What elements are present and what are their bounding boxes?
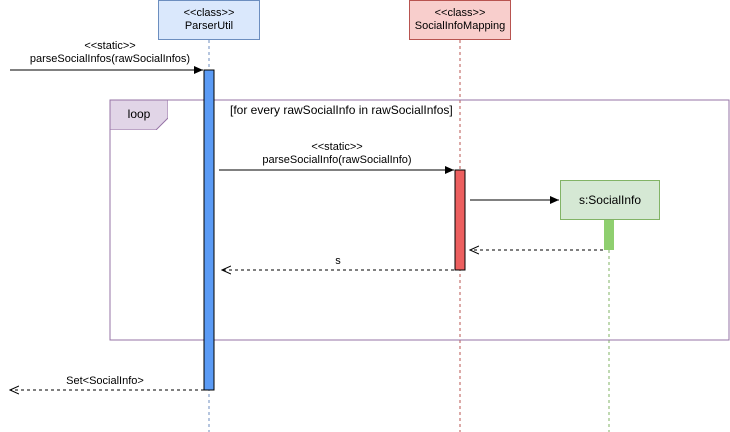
loop-tag — [110, 100, 168, 130]
message-parse-social-infos-label: parseSocialInfos(rawSocialInfos) — [29, 53, 191, 65]
activation-parser-util — [203, 69, 215, 391]
message-parse-social-infos-stereotype: <<static>> — [84, 40, 136, 52]
object-social-info: s:SocialInfo — [560, 180, 660, 220]
activation-social-info-mapping — [454, 169, 466, 271]
message-parse-social-info-stereotype: <<static>> — [311, 141, 363, 153]
return-s-label: s — [335, 255, 341, 267]
class-social-info-mapping: <<class>> SocialInfoMapping — [409, 0, 511, 40]
class-social-info-mapping-name: SocialInfoMapping — [414, 20, 506, 32]
return-set-label: Set<SocialInfo> — [66, 375, 144, 387]
message-parse-social-info-label: parseSocialInfo(rawSocialInfo) — [262, 154, 412, 166]
activation-social-info — [604, 220, 614, 250]
class-parser-util-name: ParserUtil — [184, 20, 234, 32]
loop-guard: [for every rawSocialInfo in rawSocialInf… — [230, 103, 453, 117]
object-social-info-name: s:SocialInfo — [578, 192, 642, 207]
loop-tag-label: loop — [127, 107, 151, 121]
class-parser-util: <<class>> ParserUtil — [158, 0, 260, 40]
loop-frame — [109, 99, 730, 341]
class-parser-util-stereotype: <<class>> — [183, 7, 235, 19]
class-social-info-mapping-stereotype: <<class>> — [434, 7, 486, 19]
